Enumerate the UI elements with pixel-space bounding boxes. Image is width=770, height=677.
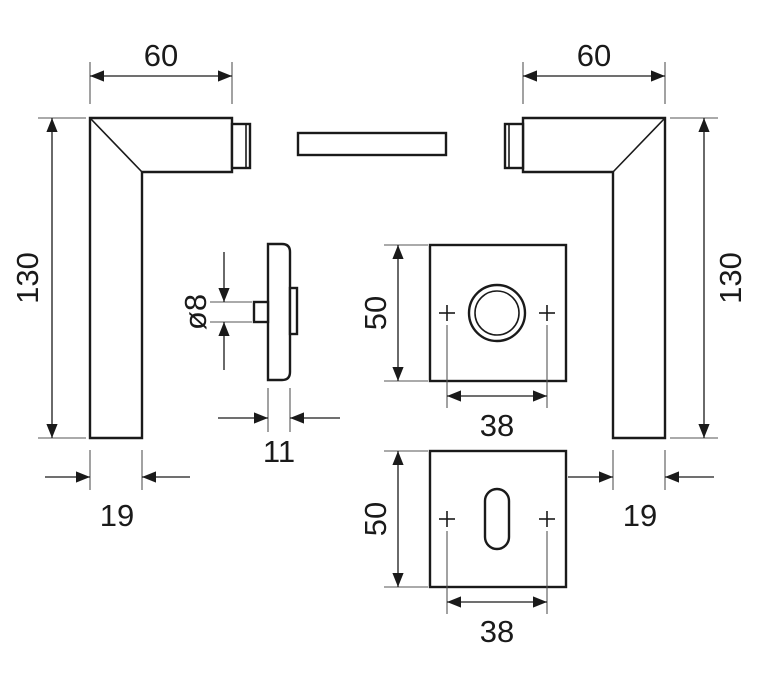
rose-outer-ring xyxy=(467,283,527,343)
rose-screw-hole-left xyxy=(439,305,455,321)
left-handle-thickness-dimension: 19 xyxy=(45,450,190,533)
rose-collar xyxy=(288,286,299,336)
left-handle-height-dimension: 130 xyxy=(10,117,86,439)
escutcheon-screw-hole-right xyxy=(539,511,555,527)
escutcheon-height-dimension: 50 xyxy=(358,450,428,588)
right-handle-height-label: 130 xyxy=(713,252,748,304)
right-handle-shank xyxy=(503,122,525,170)
spindle-diameter-label: ø8 xyxy=(178,294,213,330)
rose-height-dimension: 50 xyxy=(358,244,428,382)
escutcheon-front-view xyxy=(428,449,568,589)
escutcheon-screw-hole-left xyxy=(439,511,455,527)
spindle-bar xyxy=(296,131,448,157)
rose-depth-dimension: 11 xyxy=(218,388,340,469)
right-handle-bevel-line xyxy=(612,117,666,173)
escutcheon-height-label: 50 xyxy=(358,502,393,536)
right-handle-width-dimension: 60 xyxy=(522,38,666,104)
right-handle-thickness-dimension: 19 xyxy=(568,450,714,533)
right-handle-thickness-label: 19 xyxy=(623,498,657,533)
left-handle-height-label: 130 xyxy=(10,252,45,304)
left-handle-width-dimension: 60 xyxy=(89,38,233,104)
keyhole-slot xyxy=(483,487,511,551)
rose-plate-profile xyxy=(266,242,292,382)
escutcheon-hole-spacing-label: 38 xyxy=(480,614,514,649)
right-handle xyxy=(503,116,667,440)
escutcheon-hole-spacing-dimension: 38 xyxy=(446,531,548,649)
rose-screw-hole-right xyxy=(539,305,555,321)
rose-inner-ring xyxy=(474,290,520,336)
rose-front-view xyxy=(428,243,568,383)
spindle-diameter-dimension: ø8 xyxy=(178,252,252,370)
rose-height-label: 50 xyxy=(358,296,393,330)
rose-side-view xyxy=(252,242,299,382)
right-handle-width-label: 60 xyxy=(577,38,611,73)
rose-hole-spacing-dimension: 38 xyxy=(446,325,548,443)
spindle-stub xyxy=(252,300,270,324)
rose-hole-spacing-label: 38 xyxy=(480,408,514,443)
rose-depth-label: 11 xyxy=(263,434,295,469)
left-handle-width-label: 60 xyxy=(144,38,178,73)
left-handle-thickness-label: 19 xyxy=(100,498,134,533)
left-handle xyxy=(88,116,252,440)
right-handle-height-dimension: 130 xyxy=(670,117,748,439)
left-handle-bevel-line xyxy=(89,117,143,173)
left-handle-shank xyxy=(230,122,252,170)
left-handle-body xyxy=(88,116,234,440)
